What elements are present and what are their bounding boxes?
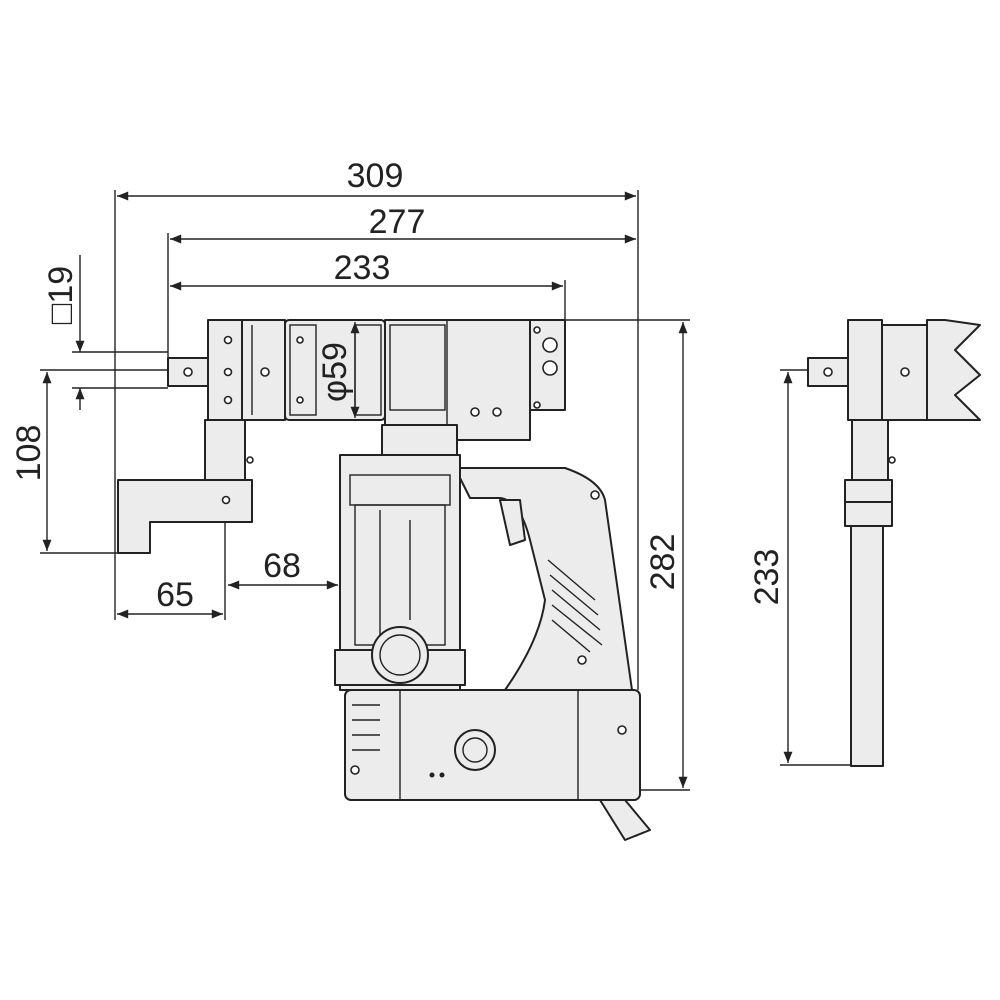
square-drive [167, 357, 211, 387]
reaction-foot [117, 479, 253, 554]
trigger [499, 499, 526, 546]
side-arm [851, 419, 889, 481]
dimension-lines [40, 190, 851, 791]
tool-side-view [807, 319, 981, 767]
label-309: 309 [347, 157, 404, 195]
label-233-top: 233 [334, 249, 391, 287]
handle [454, 467, 633, 691]
side-tube [850, 525, 884, 767]
tool-front-view [117, 319, 651, 841]
label-65: 65 [156, 576, 194, 614]
label-282: 282 [644, 534, 682, 591]
label-68: 68 [263, 547, 301, 585]
motor-housing [384, 319, 531, 441]
side-head [847, 319, 883, 421]
dimension-labels: 309 277 233 □19 108 φ59 68 65 282 233 [10, 157, 786, 614]
body-top [381, 424, 458, 456]
label-phi-59: φ59 [316, 342, 354, 402]
side-body-break [926, 319, 981, 421]
reaction-arm [204, 419, 246, 481]
label-square-19: □19 [42, 266, 80, 324]
dial [454, 729, 496, 771]
label-233-side: 233 [748, 549, 786, 606]
side-nut-lower [844, 501, 893, 527]
label-108: 108 [10, 425, 48, 482]
side-nut-upper [844, 479, 893, 503]
power-cable [599, 799, 651, 841]
label-277: 277 [369, 203, 426, 241]
